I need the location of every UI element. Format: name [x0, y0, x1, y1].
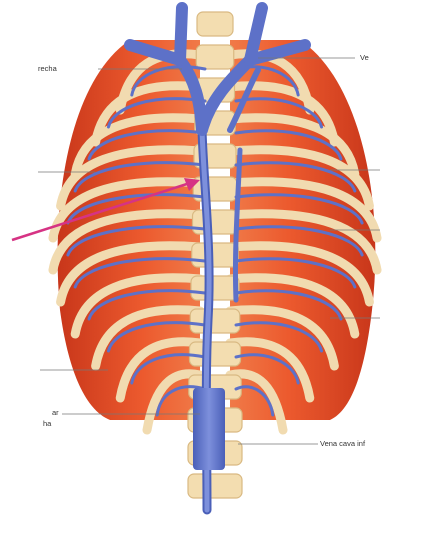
leader-lines: [38, 57, 380, 445]
rib: [56, 145, 205, 211]
intercostal-vein: [234, 193, 364, 225]
arrow-icon: [11, 178, 200, 242]
intercostal-vein: [234, 257, 357, 289]
intercostal-vein: [234, 353, 300, 385]
vertebra: [196, 11, 234, 37]
rib: [225, 113, 360, 179]
intercostal-vein: [73, 257, 207, 289]
intercostal-vein: [234, 97, 324, 129]
rib: [70, 113, 205, 179]
left-ribs: [48, 49, 205, 435]
intercostal-vein: [130, 353, 207, 385]
rib: [225, 369, 288, 435]
intercostal-vein: [155, 385, 207, 417]
rib: [225, 273, 360, 339]
intercostal-vein: [87, 129, 207, 161]
intercostal-vein: [66, 225, 207, 257]
rib: [225, 337, 315, 403]
rib: [115, 337, 205, 403]
rib: [91, 305, 205, 371]
intercostal-vein: [234, 161, 357, 193]
intercostal-vein: [234, 321, 324, 353]
vertebra: [189, 308, 241, 334]
intercostal-vein: [234, 129, 343, 161]
intercostal-vein: [66, 193, 207, 225]
label-top-right: Ve: [360, 53, 369, 62]
vertebra: [187, 473, 243, 499]
intercostal-veins: [66, 65, 364, 417]
intercostal-vein: [234, 385, 275, 417]
vertebra: [188, 341, 242, 367]
rib: [56, 241, 205, 307]
label-bottom-right: Vena cava inf: [320, 439, 366, 448]
rib: [225, 177, 382, 243]
right-ribs: [225, 49, 382, 435]
vertebra: [191, 209, 239, 235]
intercostal-vein: [106, 97, 207, 129]
rib: [225, 241, 374, 307]
intercostal-vein: [106, 321, 207, 353]
intercostal-vein: [234, 225, 364, 257]
vertebra: [191, 242, 239, 268]
intercostal-vein: [130, 65, 207, 97]
intercostal-vein: [234, 289, 343, 321]
rib: [48, 177, 205, 243]
intercostal-vein: [87, 289, 207, 321]
label-bottom-left-2: ha: [43, 419, 52, 428]
label-bottom-left-1: ar: [52, 408, 59, 417]
label-top-left: recha: [38, 64, 57, 73]
rib: [142, 369, 205, 435]
vertebra: [190, 275, 240, 301]
rib: [48, 209, 205, 275]
inferior-vena-cava: [193, 388, 225, 470]
rib: [91, 81, 205, 147]
rib: [225, 209, 382, 275]
vertebra: [195, 44, 235, 70]
rib: [225, 145, 374, 211]
intercostal-vein: [73, 161, 207, 193]
rib: [70, 273, 205, 339]
rib: [225, 305, 339, 371]
